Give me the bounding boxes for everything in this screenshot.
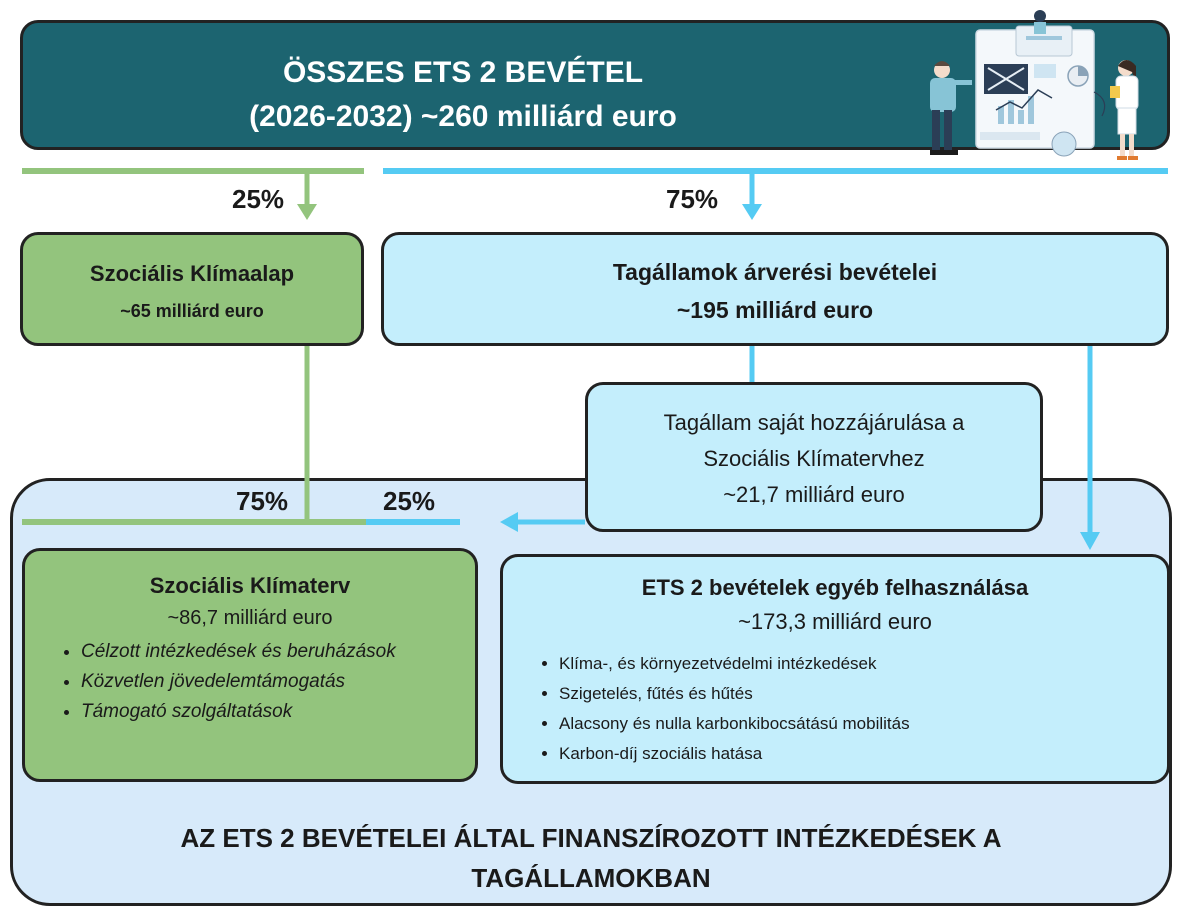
business-analytics-illustration: [930, 10, 1139, 160]
person-left-icon: [930, 61, 972, 155]
banner-title: ÖSSZES ETS 2 BEVÉTEL (2026-2032) ~260 mi…: [23, 51, 903, 139]
list-item: Közvetlen jövedelemtámogatás: [81, 667, 461, 697]
other-uses-box: ETS 2 bevételek egyéb felhasználása ~173…: [500, 554, 1170, 784]
blue-down-arrow-icon: [742, 204, 762, 220]
person-top-icon: [1034, 10, 1046, 34]
auction-revenue-title: Tagállamok árverési bevételei: [612, 259, 938, 285]
social-climate-plan-title: Szociális Klímaterv: [149, 573, 351, 598]
social-climate-fund-title: Szociális Klímaalap: [89, 261, 295, 286]
banner-title-line1: ÖSSZES ETS 2 BEVÉTEL: [282, 56, 644, 89]
social-climate-plan-list: Célzott intézkedések és beruházások Közv…: [43, 637, 461, 727]
measures-title-line1: AZ ETS 2 BEVÉTELEI ÁLTAL FINANSZÍROZOTT …: [180, 823, 1002, 853]
person-right-icon: [1110, 60, 1139, 160]
other-uses-list: Klíma-, és környezetvédelmi intézkedések…: [517, 649, 1159, 769]
bar-chart-icon: [995, 89, 1053, 124]
list-item: Támogató szolgáltatások: [81, 697, 461, 727]
auction-share-percent: 75%: [666, 184, 719, 214]
auction-revenue-amount: ~195 milliárd euro: [676, 297, 874, 323]
fund-share-percent: 25%: [232, 184, 285, 214]
member-state-contribution-box: Tagállam saját hozzájárulása a Szociális…: [585, 382, 1043, 532]
plan-fund-percent: 75%: [236, 486, 289, 516]
list-item: Alacsony és nulla karbonkibocsátású mobi…: [559, 709, 1159, 739]
social-climate-plan-box: Szociális Klímaterv ~86,7 milliárd euro …: [22, 548, 478, 782]
other-uses-amount: ~173,3 milliárd euro: [738, 609, 932, 634]
measures-title-line2: TAGÁLLAMOKBAN: [471, 863, 711, 893]
list-item: Klíma-, és környezetvédelmi intézkedések: [559, 649, 1159, 679]
measures-title: AZ ETS 2 BEVÉTELEI ÁLTAL FINANSZÍROZOTT …: [10, 818, 1172, 898]
list-item: Szigetelés, fűtés és hűtés: [559, 679, 1159, 709]
social-climate-plan-amount: ~86,7 milliárd euro: [167, 607, 333, 629]
contribution-line1: Tagállam saját hozzájárulása a: [663, 410, 965, 435]
contribution-line2: Szociális Klímatervhez: [703, 446, 925, 471]
banner-title-line2: (2026-2032) ~260 milliárd euro: [249, 100, 677, 133]
social-climate-fund-amount: ~65 milliárd euro: [120, 301, 264, 321]
other-uses-title: ETS 2 bevételek egyéb felhasználása: [641, 575, 1029, 600]
list-item: Karbon-díj szociális hatása: [559, 739, 1159, 769]
member-state-auction-box: Tagállamok árverési bevételei ~195 milli…: [381, 232, 1169, 346]
list-item: Célzott intézkedések és beruházások: [81, 637, 461, 667]
plan-member-percent: 25%: [383, 486, 436, 516]
green-down-arrow-icon: [297, 204, 317, 220]
social-climate-fund-box: Szociális Klímaalap ~65 milliárd euro: [20, 232, 364, 346]
contribution-amount: ~21,7 milliárd euro: [723, 482, 905, 507]
